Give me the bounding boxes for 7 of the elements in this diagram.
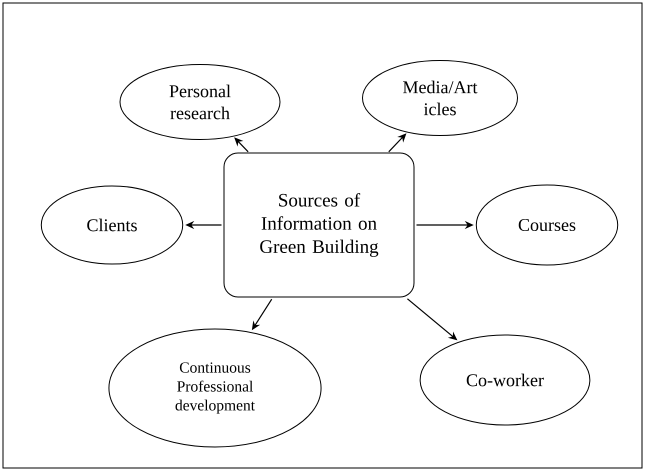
ellipse-node: Continuous Professional development (108, 328, 322, 448)
ellipse-node: Clients (40, 186, 184, 264)
ellipse-node: Co-worker (420, 334, 590, 426)
rounded-box: Sources of Information on Green Building (224, 152, 414, 298)
ellipse-node: Media/Art icles (362, 60, 518, 136)
ellipse-node: Personal research (120, 64, 280, 140)
ellipse-node: Courses (476, 184, 618, 266)
